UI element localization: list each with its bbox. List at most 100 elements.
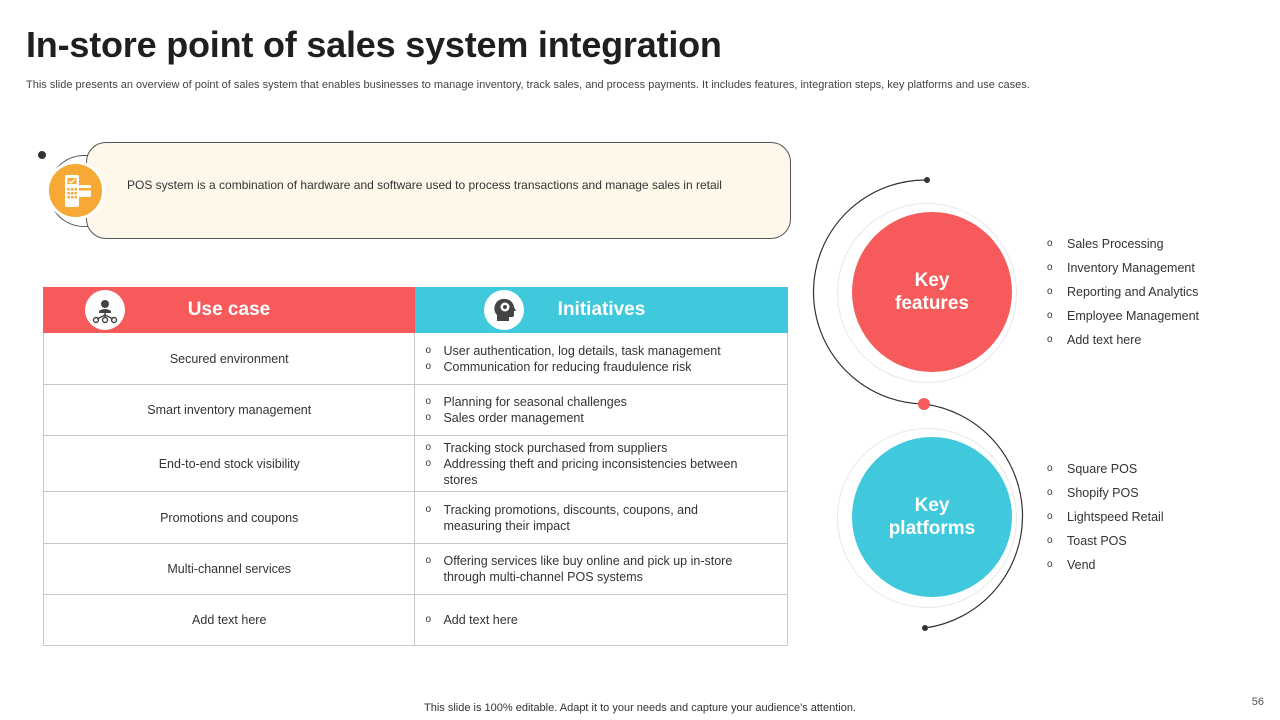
bullet-icon: o <box>425 396 432 407</box>
intro-text: POS system is a combination of hardware … <box>127 178 722 192</box>
bullet-icon: o <box>1047 511 1053 522</box>
initiative-text: Communication for reducing fraudulence r… <box>443 359 692 374</box>
initiative-text: Sales order management <box>443 411 584 425</box>
key-platforms-ring <box>837 428 1017 608</box>
intro-box: POS system is a combination of hardware … <box>86 142 791 239</box>
use-case-cell: End-to-end stock visibility <box>44 436 416 491</box>
upper-arc <box>812 179 928 405</box>
bullet-icon: o <box>1047 535 1053 546</box>
initiatives-cell: o Add text here <box>415 595 787 645</box>
header-initiatives: Initiatives <box>415 287 788 333</box>
key-features-label: Key features <box>895 269 969 315</box>
initiative-text: Offering services like buy online and pi… <box>443 554 733 584</box>
bullet-icon: o <box>425 503 432 515</box>
list-item: o Reporting and Analytics <box>1047 280 1199 304</box>
table-body: Secured environment o User authentication… <box>43 333 788 646</box>
platform-text: Square POS <box>1067 462 1138 476</box>
slide-subtitle: This slide presents an overview of point… <box>26 79 1030 91</box>
initiative-item: o Tracking stock purchased from suppliers <box>425 440 757 456</box>
header-use-case-label: Use case <box>187 299 271 320</box>
bullet-icon: o <box>1047 334 1053 345</box>
key-features-line1: Key <box>914 270 950 291</box>
feature-text: Employee Management <box>1067 309 1200 323</box>
bullet-icon: o <box>1047 286 1053 297</box>
bullet-icon: o <box>1047 310 1053 321</box>
use-case-cell: Add text here <box>44 595 416 645</box>
key-features-ring <box>837 203 1017 383</box>
bullet-icon: o <box>425 441 432 453</box>
head-gear-icon <box>484 290 524 330</box>
platform-text: Shopify POS <box>1067 486 1139 500</box>
bullet-icon: o <box>1047 262 1053 273</box>
list-item: o Inventory Management <box>1047 256 1199 280</box>
bullet-icon: o <box>425 614 432 625</box>
feature-text: Inventory Management <box>1067 261 1195 275</box>
bullet-icon: o <box>425 555 432 566</box>
list-item: o Shopify POS <box>1047 481 1164 505</box>
key-features-circle: Key features <box>852 212 1012 372</box>
bullet-icon: o <box>425 412 432 423</box>
use-case-cell: Secured environment <box>44 333 416 384</box>
initiatives-cell: o Tracking stock purchased from suppliers… <box>415 436 787 491</box>
initiative-text: Planning for seasonal challenges <box>443 395 627 409</box>
footer-note: This slide is 100% editable. Adapt it to… <box>424 702 856 714</box>
initiative-item: o Planning for seasonal challenges <box>425 394 757 410</box>
platform-text: Lightspeed Retail <box>1067 510 1164 524</box>
feature-text: Sales Processing <box>1067 237 1164 251</box>
header-use-case: Use case <box>43 287 415 333</box>
bullet-icon: o <box>425 457 432 469</box>
initiatives-cell: o Offering services like buy online and p… <box>415 544 787 594</box>
list-item: o Toast POS <box>1047 529 1164 553</box>
initiative-text: Add text here <box>443 613 518 627</box>
key-platforms-line1: Key <box>914 495 950 516</box>
initiative-item: o Addressing theft and pricing inconsiste… <box>425 456 757 488</box>
initiative-text: Tracking promotions, discounts, coupons,… <box>443 502 699 533</box>
arc-middle-dot <box>918 398 930 410</box>
initiative-item: o Communication for reducing fraudulence … <box>425 359 757 375</box>
table-header: Use case Initiatives <box>43 287 788 333</box>
bullet-icon: o <box>425 344 432 356</box>
bullet-icon: o <box>1047 487 1053 498</box>
table-row: Secured environment o User authentication… <box>44 333 787 384</box>
bullet-icon: o <box>425 360 432 372</box>
initiatives-cell: o Tracking promotions, discounts, coupons… <box>415 492 787 543</box>
key-platforms-label: Key platforms <box>889 494 976 540</box>
header-initiatives-label: Initiatives <box>557 299 646 320</box>
key-features-line2: features <box>895 293 969 314</box>
arc-top-dot <box>924 177 930 183</box>
network-people-icon <box>85 290 125 330</box>
initiative-item: o Offering services like buy online and p… <box>425 553 757 585</box>
initiative-text: Tracking stock purchased from suppliers <box>443 440 668 455</box>
list-item: o Sales Processing <box>1047 232 1199 256</box>
page-number: 56 <box>1251 696 1264 708</box>
use-case-table: Use case Initiatives Secured environment… <box>43 287 788 646</box>
table-row: Add text here o Add text here <box>44 594 787 645</box>
initiative-item: o Tracking promotions, discounts, coupons… <box>425 502 757 534</box>
list-item: o Employee Management <box>1047 304 1199 328</box>
platform-text: Vend <box>1067 558 1096 572</box>
bullet-icon: o <box>1047 238 1053 249</box>
platform-text: Toast POS <box>1067 534 1127 548</box>
connector-curve <box>812 177 1024 631</box>
slide-title: In-store point of sales system integrati… <box>26 24 722 65</box>
list-item: o Lightspeed Retail <box>1047 505 1164 529</box>
initiative-text: User authentication, log details, task m… <box>443 343 721 358</box>
feature-text: Reporting and Analytics <box>1067 285 1199 299</box>
table-row: End-to-end stock visibility o Tracking st… <box>44 435 787 491</box>
bullet-icon: o <box>1047 559 1053 570</box>
list-item: o Vend <box>1047 553 1164 577</box>
key-platforms-line2: platforms <box>888 518 976 539</box>
initiative-item: o Sales order management <box>425 410 757 426</box>
initiative-text: Addressing theft and pricing inconsisten… <box>443 456 738 487</box>
initiatives-cell: o User authentication, log details, task … <box>415 333 787 384</box>
arc-bottom-dot <box>922 625 928 631</box>
initiative-item: o Add text here <box>425 612 757 628</box>
lower-arc <box>923 403 1024 629</box>
bullet-icon: o <box>1047 463 1053 474</box>
